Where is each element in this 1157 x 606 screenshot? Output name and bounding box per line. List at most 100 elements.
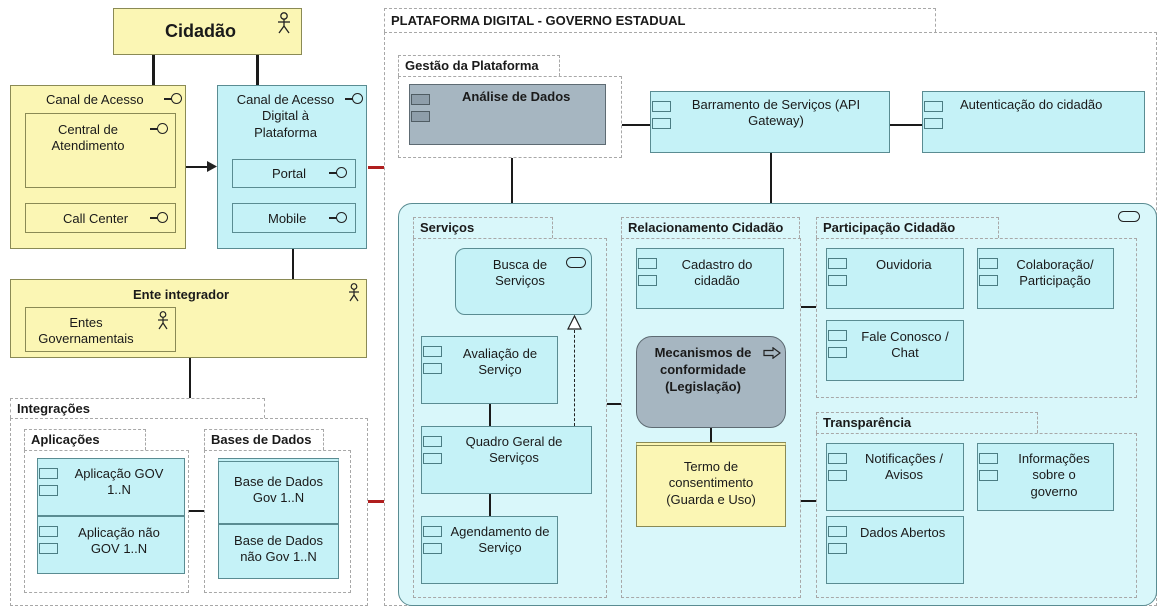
connector-line [489, 494, 491, 516]
analise-dados-box[interactable] [409, 84, 606, 145]
transparencia-tab: Transparência [816, 412, 1038, 433]
component-icon [423, 436, 442, 447]
barramento-box[interactable] [650, 91, 890, 153]
connector-line [890, 124, 922, 126]
central-atendimento-label: Central de Atendimento [51, 122, 125, 154]
aplicacao-nao-gov-box[interactable] [37, 516, 185, 574]
quadro-geral-box[interactable] [421, 426, 592, 494]
agendamento-servico-label: Agendamento de Serviço [450, 524, 550, 556]
entes-governamentais-box[interactable] [25, 307, 176, 352]
notificacoes-box[interactable] [826, 443, 964, 511]
plataforma-tab: PLATAFORMA DIGITAL - GOVERNO ESTADUAL [384, 8, 936, 32]
component-icon [39, 468, 58, 479]
entes-governamentais-label: Entes Governamentais [38, 315, 134, 347]
participacao-group [816, 238, 1137, 398]
agendamento-servico-box[interactable] [421, 516, 558, 584]
informacoes-box[interactable] [977, 443, 1114, 511]
autenticacao-label: Autenticação do cidadão [960, 97, 1103, 112]
component-icon [828, 330, 847, 341]
component-icon [423, 526, 442, 537]
busca-servicos-label: Busca de Serviços [492, 257, 548, 289]
arrow-head-icon [207, 161, 217, 172]
service-icon [566, 257, 586, 268]
canal-digital-label: Canal de Acesso Digital à Plataforma [236, 92, 335, 140]
gestao-group [398, 76, 622, 158]
fale-conosco-box[interactable] [826, 320, 964, 381]
bases-tab: Bases de Dados [204, 429, 324, 450]
mecanismos-box[interactable] [636, 336, 786, 428]
ouvidoria-box[interactable] [826, 248, 964, 309]
component-icon [652, 118, 671, 129]
connector-line [607, 403, 621, 405]
component-icon [411, 111, 430, 122]
base-gov-box[interactable] [218, 458, 339, 524]
actor-icon [158, 311, 168, 330]
component-icon [979, 470, 998, 481]
connector-line [511, 158, 513, 203]
component-icon [39, 543, 58, 554]
transparencia-group [816, 433, 1137, 598]
participacao-tab: Participação Cidadão [816, 217, 999, 238]
avaliacao-servico-label: Avaliação de Serviço [462, 346, 538, 378]
connector-line [801, 306, 816, 308]
base-gov-label: Base de Dados Gov 1..N [234, 474, 323, 506]
connector-line [710, 428, 712, 442]
integracoes-tab: Integrações [10, 398, 265, 418]
portal-box[interactable] [232, 159, 356, 188]
triangle-arrow-icon [567, 315, 582, 330]
connector-line [186, 166, 210, 168]
arrow-right-icon [763, 347, 781, 359]
connector-line [489, 404, 491, 426]
component-icon [828, 526, 847, 537]
component-icon [828, 543, 847, 554]
connector-line [189, 358, 191, 418]
termo-consentimento-box[interactable] [636, 442, 786, 527]
aplicacao-gov-box[interactable] [37, 458, 185, 516]
component-icon [979, 275, 998, 286]
colaboracao-box[interactable] [977, 248, 1114, 309]
quadro-geral-label: Quadro Geral de Serviços [465, 434, 563, 466]
service-icon [1118, 211, 1140, 222]
fale-conosco-label: Fale Conosco / Chat [861, 329, 949, 361]
mecanismos-label: Mecanismos de conformidade (Legislação) [654, 345, 752, 394]
dados-abertos-box[interactable] [826, 516, 964, 584]
realization-line [574, 330, 575, 426]
bases-group [204, 450, 351, 593]
gestao-tab: Gestão da Plataforma [398, 55, 560, 76]
portal-label: Portal [272, 166, 306, 181]
dados-abertos-label: Dados Abertos [860, 525, 946, 540]
cidadao-actor[interactable] [113, 8, 302, 55]
connector-line [622, 124, 650, 126]
base-nao-gov-box[interactable] [218, 524, 339, 579]
aplicacoes-tab: Aplicações [24, 429, 146, 450]
barramento-label: Barramento de Serviços (API Gateway) [691, 97, 861, 129]
aplicacao-gov-label: Aplicação GOV 1..N [74, 466, 164, 498]
connector-line [256, 55, 259, 85]
servicos-tab: Serviços [413, 217, 553, 238]
autenticacao-box[interactable] [922, 91, 1145, 153]
red-connector [368, 500, 384, 503]
avaliacao-servico-box[interactable] [421, 336, 558, 404]
connector-line [292, 249, 294, 279]
component-icon [979, 258, 998, 269]
analise-dados-label: Análise de Dados [462, 89, 571, 104]
red-connector [368, 166, 384, 169]
component-icon [423, 363, 442, 374]
component-icon [423, 453, 442, 464]
central-atendimento-box[interactable] [25, 113, 176, 188]
connector-line [189, 510, 204, 512]
notificacoes-label: Notificações / Avisos [864, 451, 944, 483]
component-icon [828, 470, 847, 481]
component-icon [652, 101, 671, 112]
cidadao-label: Cidadão [165, 21, 237, 41]
component-icon [924, 101, 943, 112]
component-icon [411, 94, 430, 105]
connector-line [770, 153, 772, 203]
actor-icon [278, 12, 290, 34]
interface-icon [345, 93, 365, 105]
component-icon [828, 347, 847, 358]
component-icon [423, 543, 442, 554]
cadastro-cidadao-box[interactable] [636, 248, 784, 309]
component-icon [39, 485, 58, 496]
relacionamento-tab: Relacionamento Cidadão [621, 217, 800, 238]
